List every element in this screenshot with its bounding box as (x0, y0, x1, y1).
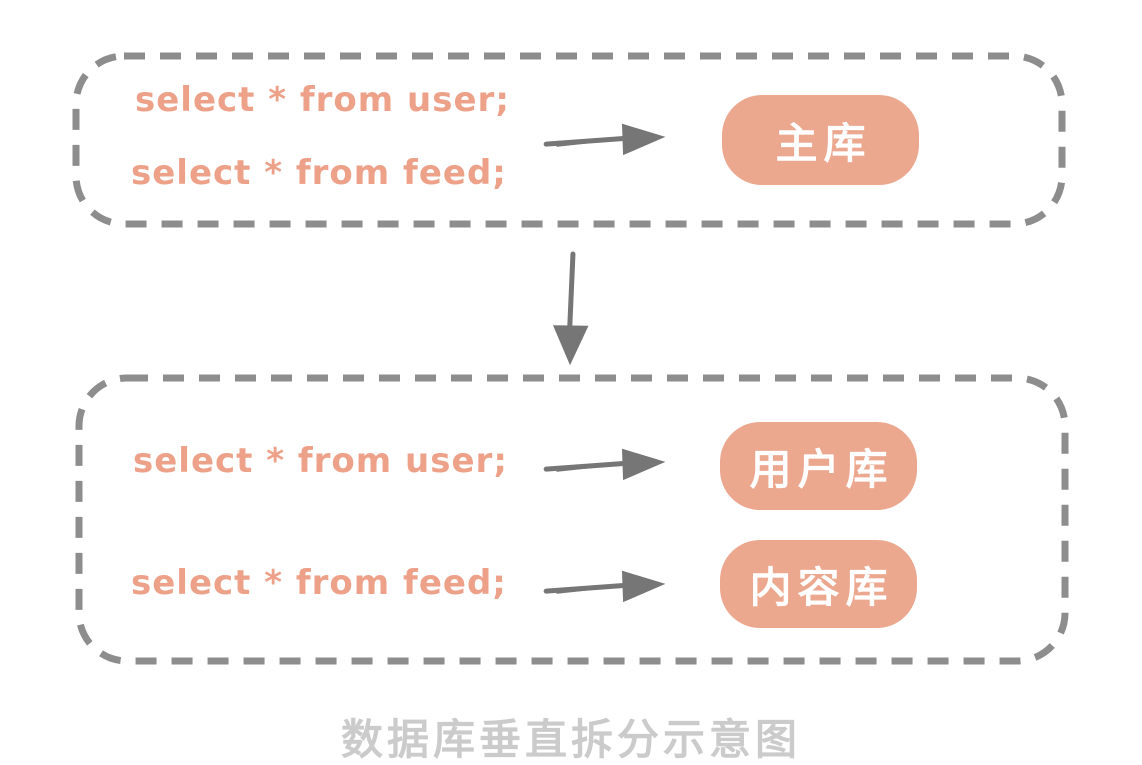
query-after-user: select * from user; (133, 441, 508, 481)
right-arrow-icon (543, 570, 666, 603)
query-before-feed: select * from feed; (131, 153, 507, 193)
db-node-user-label: 用户库 (749, 444, 894, 494)
diagram-caption: 数据库垂直拆分示意图 (340, 715, 801, 764)
db-node-content-label: 内容库 (749, 562, 894, 612)
right-arrow-icon (543, 123, 666, 156)
db-node-master: 主库 (722, 95, 919, 185)
db-node-user: 用户库 (720, 422, 917, 510)
db-node-content: 内容库 (720, 540, 917, 628)
down-arrow-icon (552, 251, 589, 366)
right-arrow-icon (543, 448, 666, 481)
query-before-user: select * from user; (135, 80, 510, 120)
query-after-feed: select * from feed; (131, 563, 507, 603)
db-node-master-label: 主库 (775, 118, 872, 168)
after-split-group-border (75, 374, 1069, 665)
